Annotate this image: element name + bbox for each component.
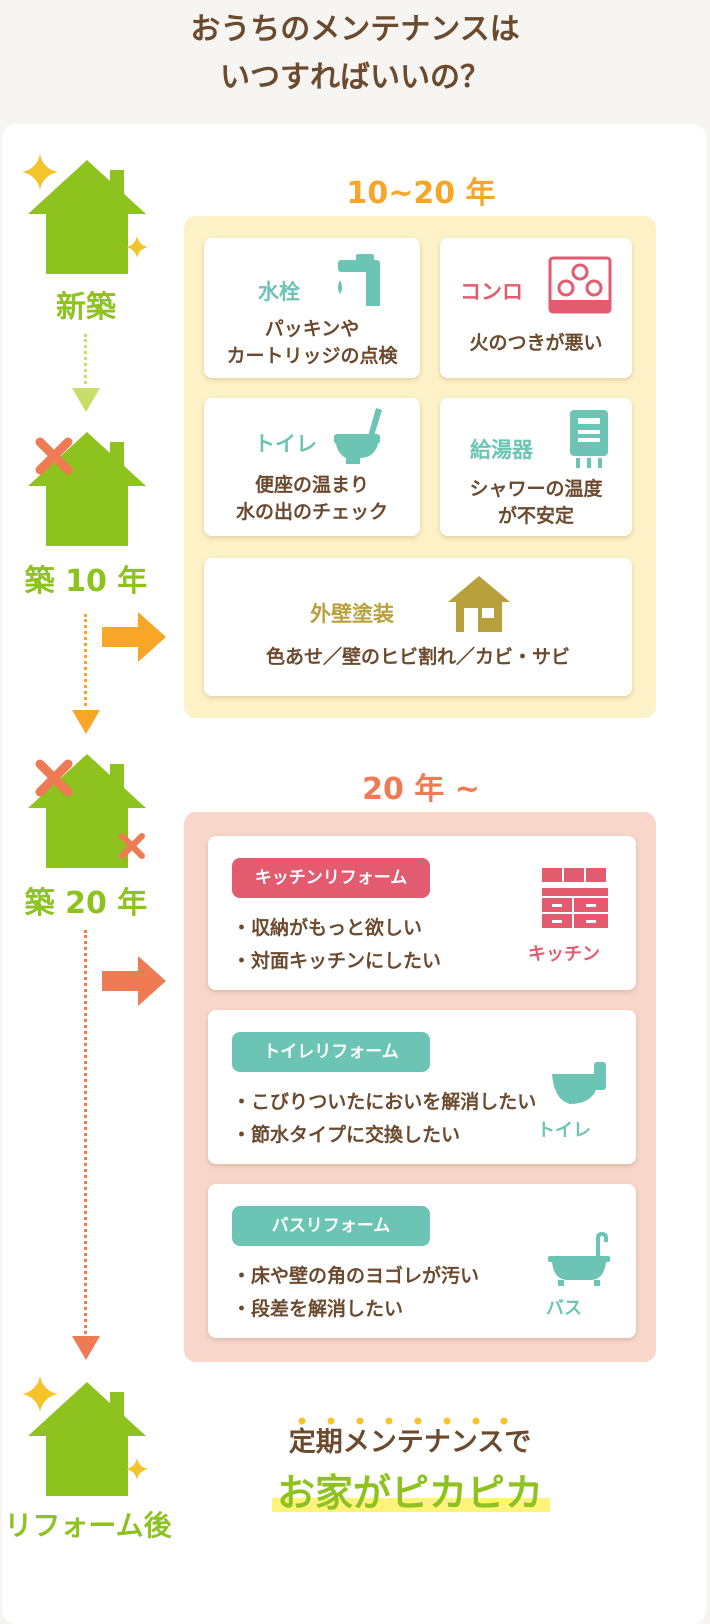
card-toilet-reform: トイレリフォーム ・こびりついたにおいを解消したい ・節水タイプに交換したい ト… [208, 1010, 636, 1164]
card-bath-reform: バスリフォーム ・床や壁の角のヨゴレが汚い ・段差を解消したい バス [208, 1184, 636, 1338]
arrow-down-icon [72, 1336, 100, 1364]
section2-heading: 20 年 ~ [362, 772, 480, 807]
sparkle-icon [126, 236, 148, 258]
card-kitchen-reform: キッチンリフォーム ・収納がもっと欲しい ・対面キッチンにしたい キッチン [208, 836, 636, 990]
house-new-icon [24, 156, 150, 276]
cross-icon [34, 436, 74, 480]
stage-label-20: 築 20 年 [24, 886, 148, 921]
arrow-down-icon [72, 710, 100, 738]
house-icon [446, 574, 512, 638]
kitchen-icon [540, 866, 610, 934]
arrow-right-icon [102, 612, 166, 666]
kitchen-reform-badge: キッチンリフォーム [232, 858, 430, 898]
stove-icon [548, 256, 612, 318]
card-exterior-wall: 外壁塗装 色あせ／壁のヒビ割れ／カビ・サビ [204, 558, 632, 696]
arrow-right-icon [102, 956, 166, 1010]
footer-message-line1: 定期メンテナンスで [288, 1427, 532, 1458]
sparkle-icon [22, 1376, 58, 1412]
bathtub-icon [546, 1231, 612, 1292]
toilet-icon [550, 1060, 608, 1110]
bath-reform-badge: バスリフォーム [232, 1206, 430, 1246]
timeline-dots [84, 930, 87, 1334]
stage-label-new: 新築 [56, 290, 116, 325]
cross-icon [34, 758, 74, 802]
sparkle-icon [126, 1458, 148, 1480]
stage-label-after: リフォーム後 [4, 1509, 172, 1542]
toilet-reform-badge: トイレリフォーム [232, 1032, 430, 1072]
sparkle-icon [22, 154, 58, 190]
timeline-dots [84, 614, 87, 706]
faucet-icon [328, 252, 388, 312]
timeline-dots [84, 334, 87, 384]
section1-heading: 10~20 年 [346, 176, 496, 211]
highlight-bar [272, 1498, 550, 1512]
card-toilet: トイレ 便座の温まり 水の出のチェック [204, 398, 420, 536]
card-stove: コンロ 火のつきが悪い [440, 238, 632, 378]
footer-message-line2: お家がピカピカ [276, 1471, 543, 1515]
water-heater-icon [568, 408, 610, 474]
house-after-icon [24, 1378, 150, 1498]
stage-label-10: 築 10 年 [24, 564, 148, 599]
card-water-heater: 給湯器 シャワーの温度 が不安定 [440, 398, 632, 536]
toilet-icon [332, 406, 386, 470]
cross-icon [118, 832, 146, 864]
arrow-down-icon [72, 388, 100, 416]
page-title: おうちのメンテナンスは いつすればいいの？ [190, 12, 520, 95]
emphasis-dots [296, 1410, 510, 1425]
card-faucet: 水栓 パッキンや カートリッジの点検 [204, 238, 420, 378]
